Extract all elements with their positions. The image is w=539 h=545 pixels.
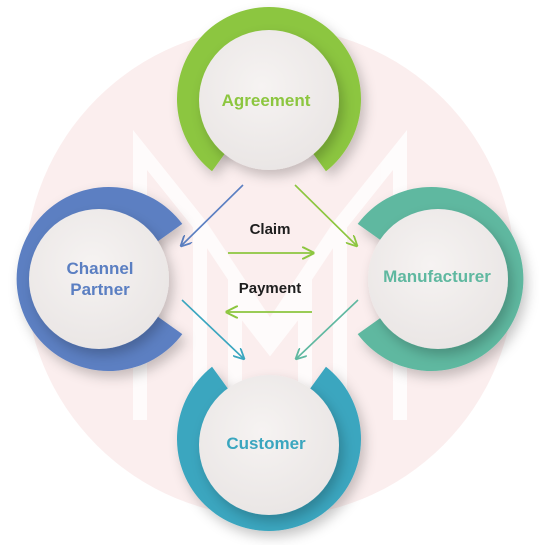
agreement-label: Agreement xyxy=(222,91,311,110)
agreement-node: Agreement xyxy=(177,7,361,172)
manufacturer-node: Manufacturer xyxy=(357,187,524,371)
customer-node: Customer xyxy=(176,366,361,531)
arrow-agreement-to-manufacturer xyxy=(294,184,356,245)
manufacturer-circle xyxy=(368,209,508,349)
arrow-channel-partner-to-customer xyxy=(181,299,243,358)
arrow-agreement-to-channel-partner xyxy=(182,184,244,245)
channel-partner-label-line2: Partner xyxy=(70,280,130,299)
manufacturer-label: Manufacturer xyxy=(383,267,491,286)
channel-partner-node: Channel Partner xyxy=(16,187,183,371)
agreement-circle xyxy=(199,30,339,170)
payment-label: Payment xyxy=(239,280,302,297)
channel-partner-label-line1: Channel xyxy=(66,259,133,278)
customer-label: Customer xyxy=(226,434,306,453)
customer-circle xyxy=(199,375,339,515)
arrow-manufacturer-to-customer xyxy=(297,299,359,358)
channel-partner-circle xyxy=(29,209,169,349)
claim-label: Claim xyxy=(250,221,291,238)
